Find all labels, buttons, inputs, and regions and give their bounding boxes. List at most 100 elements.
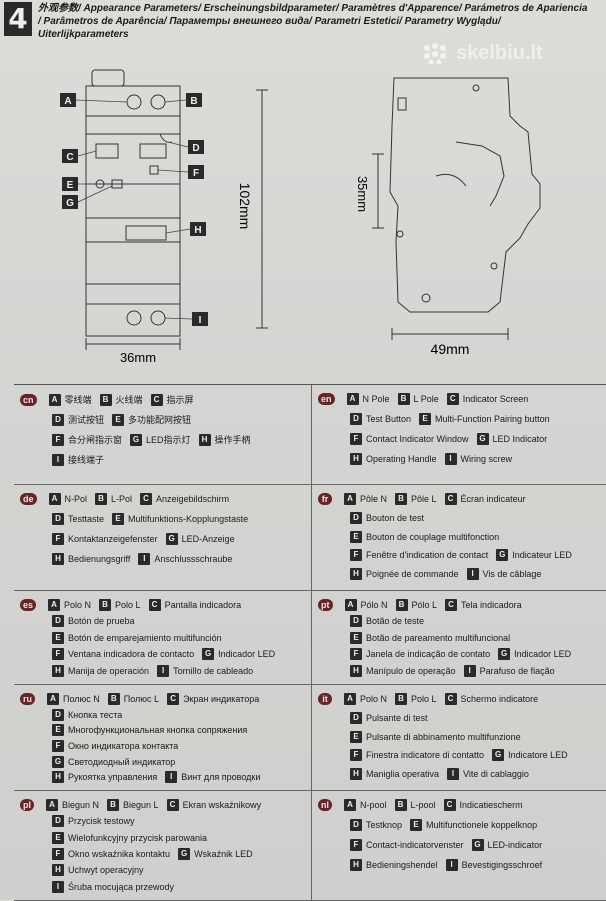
part-label: Multifunktions-Kopplungstaste <box>128 514 249 524</box>
part-label: Polo L <box>115 600 141 610</box>
part-letter-badge: D <box>350 615 362 628</box>
part-letter-badge: B <box>395 599 408 611</box>
dimension-side-height-label: 35mm <box>355 176 370 212</box>
part-letter-badge: G <box>471 839 484 851</box>
part-letter-badge: G <box>496 549 509 562</box>
part-letter-badge: B <box>395 693 408 705</box>
part-letter-badge: H <box>350 768 362 781</box>
callout-c: C <box>62 149 78 163</box>
part-letter-badge: I <box>463 664 476 677</box>
callout-a: A <box>60 93 76 107</box>
dimension-width <box>85 338 181 350</box>
front-view <box>85 69 181 337</box>
watermark-text: skelbiu.lt <box>456 42 543 64</box>
part-label: Testtaste <box>68 514 105 524</box>
part-label: Śruba mocująca przewody <box>68 881 175 892</box>
part-letter-badge: A <box>344 493 356 505</box>
part-label: Светодиодный индикатор <box>68 756 176 767</box>
part-label: Tela indicadora <box>461 600 522 610</box>
part-label: Operating Handle <box>366 454 437 464</box>
part-letter-badge: A <box>48 393 61 406</box>
part-label: Pulsante di abbinamento multifunzione <box>366 731 521 742</box>
part-label: Полюс L <box>123 694 160 704</box>
part-letter-badge: G <box>165 533 178 545</box>
callout-f: F <box>188 165 204 179</box>
part-letter-badge: B <box>99 599 112 611</box>
part-letter-badge: I <box>52 880 64 893</box>
legend-item-e: E Botón de emparejamiento multifunción <box>52 631 222 644</box>
language-code-badge: ru <box>20 693 35 705</box>
part-letter-badge: F <box>52 533 64 545</box>
part-label: Manija de operación <box>68 665 150 676</box>
part-label: Vite di cablaggio <box>463 769 529 780</box>
part-letter-badge: I <box>466 568 479 581</box>
part-label: Botón de emparejamiento multifunción <box>68 632 222 643</box>
part-letter-badge: I <box>157 664 170 677</box>
part-letter-badge: A <box>344 599 357 611</box>
part-label: 指示屏 <box>166 395 194 405</box>
part-letter-badge: I <box>447 768 460 781</box>
part-label: Bedieningshendel <box>366 860 438 870</box>
language-code-badge: pl <box>20 799 34 811</box>
part-letter-badge: G <box>130 433 143 446</box>
part-letter-badge: G <box>52 755 64 768</box>
part-label: Manípulo de operação <box>366 665 456 676</box>
legend-item-i: I Śruba mocująca przewody <box>52 880 175 893</box>
legend-item-g: G Светодиодный индикатор <box>52 755 176 768</box>
part-label: Indicatore LED <box>508 750 568 761</box>
legend-row: E Botón de emparejamiento multifunción <box>52 631 230 644</box>
part-letter-badge: G <box>202 648 215 661</box>
part-letter-badge: H <box>350 664 362 677</box>
part-letter-badge: E <box>52 631 64 644</box>
part-label: Wiring screw <box>460 454 513 464</box>
part-label: Anschlussschraube <box>154 554 233 564</box>
callout-letter: G <box>66 198 74 209</box>
part-label: N-Pol <box>64 494 88 504</box>
legend-item-e: E Pulsante di abbinamento multifunzione <box>350 730 521 743</box>
part-letter-badge: F <box>52 740 64 752</box>
dimension-side-width-label: 49mm <box>431 341 470 357</box>
callout-letter: B <box>190 96 197 107</box>
part-letter-badge: D <box>350 413 362 425</box>
callout-letter: F <box>193 168 199 179</box>
part-label: 多功能配网按钮 <box>128 415 192 425</box>
part-label: Pôle N <box>360 494 388 504</box>
part-letter-badge: E <box>350 730 362 743</box>
part-letter-badge: I <box>444 453 457 465</box>
part-label: LED指示灯 <box>146 435 191 445</box>
dimension-width-label: 36mm <box>120 350 156 365</box>
part-label: Polo N <box>64 600 92 610</box>
part-label: Schermo indicatore <box>460 694 539 704</box>
part-letter-badge: B <box>394 799 407 811</box>
part-label: 操作手柄 <box>214 435 251 445</box>
callout-letter: I <box>199 315 202 326</box>
